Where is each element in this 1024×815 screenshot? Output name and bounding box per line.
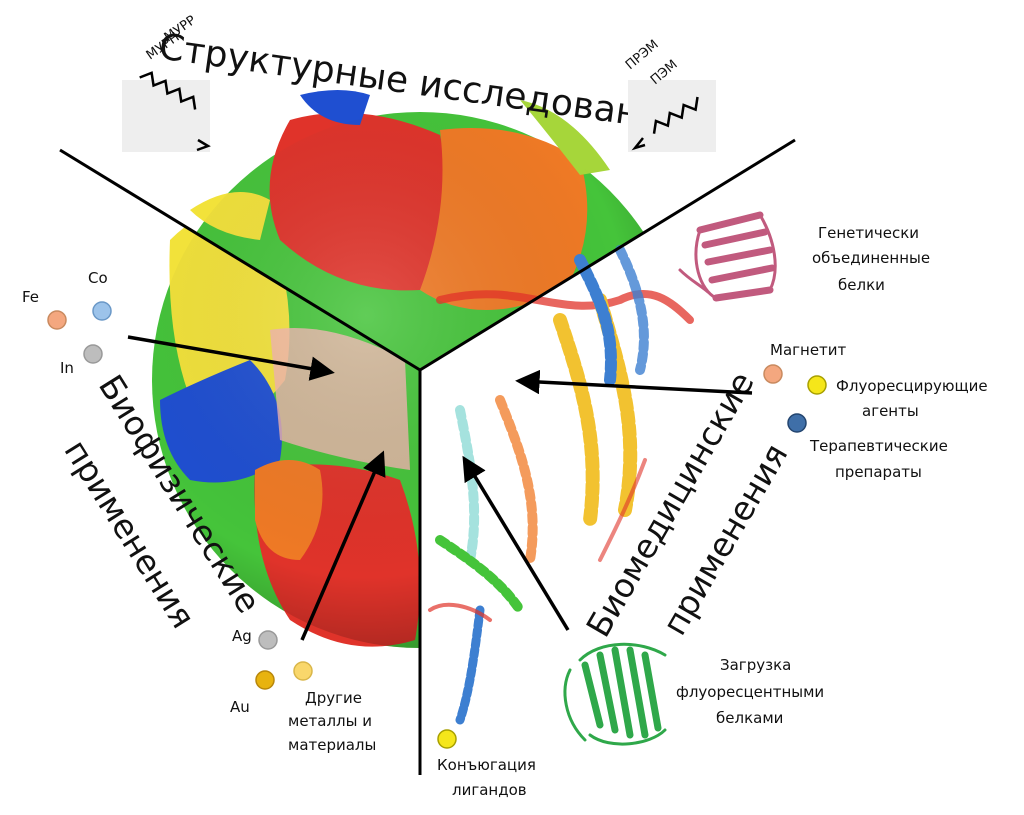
gfp-line3: белками (716, 709, 783, 727)
other-metals-line2: металлы и (288, 712, 372, 730)
sector-dividers (59, 138, 796, 775)
divider-right (419, 138, 796, 372)
fusion-line2: объединенные (812, 249, 930, 267)
ferritin-cage (152, 90, 694, 725)
ligand-dot (437, 729, 457, 749)
method-left: МУРР МУРН (122, 13, 211, 152)
other-metals-line3: материалы (288, 736, 376, 754)
thera-line1: Терапевтические (809, 437, 948, 455)
arrow-agents-in (515, 369, 753, 395)
element-in: In (60, 344, 103, 377)
thera-line2: препараты (835, 463, 922, 481)
fusion-protein-ribbon (678, 211, 777, 302)
wave-arrow-right (652, 96, 699, 134)
divider-left (59, 148, 421, 372)
thera-dot (787, 413, 807, 433)
ligand-conjugation: Конъюгация лигандов (437, 729, 536, 799)
method-right-line1: ПРЭМ (623, 37, 662, 73)
wave-arrow-left (139, 71, 197, 110)
magnetite: Магнетит (763, 341, 847, 384)
element-co: Co (88, 269, 112, 321)
arrow-elements-in (127, 335, 335, 381)
in-dot (83, 344, 103, 364)
gfp-line2: флуоресцентными (676, 683, 824, 701)
arrow-metals-in (300, 450, 386, 641)
wave-arrowhead-left (196, 138, 211, 152)
fluor-line1: Флуоресцирующие (836, 377, 988, 395)
arrows (127, 335, 753, 641)
therapeutics: Терапевтические препараты (787, 413, 948, 481)
fusion-line3: белки (838, 276, 885, 294)
au-label: Au (230, 698, 250, 716)
au-dot (255, 670, 275, 690)
fusion-line1: Генетически (818, 224, 919, 242)
co-dot (92, 301, 112, 321)
co-label: Co (88, 269, 108, 287)
element-fe: Fe (22, 288, 67, 330)
element-ag: Ag (232, 627, 278, 650)
wave-arrowhead-right (631, 137, 646, 151)
other-metals-line1: Другие (305, 689, 362, 707)
fluorescent-agents: Флуоресцирующие агенты (807, 375, 988, 420)
magnetite-dot (763, 364, 783, 384)
cage-shading-top (152, 112, 688, 370)
magnetite-label: Магнетит (770, 341, 847, 359)
arrow-gfp-in (462, 455, 570, 631)
fe-dot (47, 310, 67, 330)
fusion-protein: Генетически объединенные белки (678, 211, 930, 302)
element-au: Au (230, 670, 275, 716)
other-metals-dot (293, 661, 313, 681)
ag-dot (258, 630, 278, 650)
ribbon-representation (428, 245, 694, 725)
other-metals: Другие металлы и материалы (288, 661, 376, 754)
fluor-dot (807, 375, 827, 395)
gfp-loading: Загрузка флуоресцентными белками (563, 642, 824, 746)
gfp-barrel (563, 642, 667, 746)
ligand-line1: Конъюгация (437, 756, 536, 774)
ag-label: Ag (232, 627, 252, 645)
fe-label: Fe (22, 288, 39, 306)
ligand-line2: лигандов (452, 781, 527, 799)
lime-patch-top (520, 100, 610, 175)
fluor-line2: агенты (862, 402, 919, 420)
blue-patch-top (300, 90, 370, 125)
method-right: ПРЭМ ПЭМ (623, 37, 716, 152)
gfp-line1: Загрузка (720, 656, 791, 674)
in-label: In (60, 359, 74, 377)
